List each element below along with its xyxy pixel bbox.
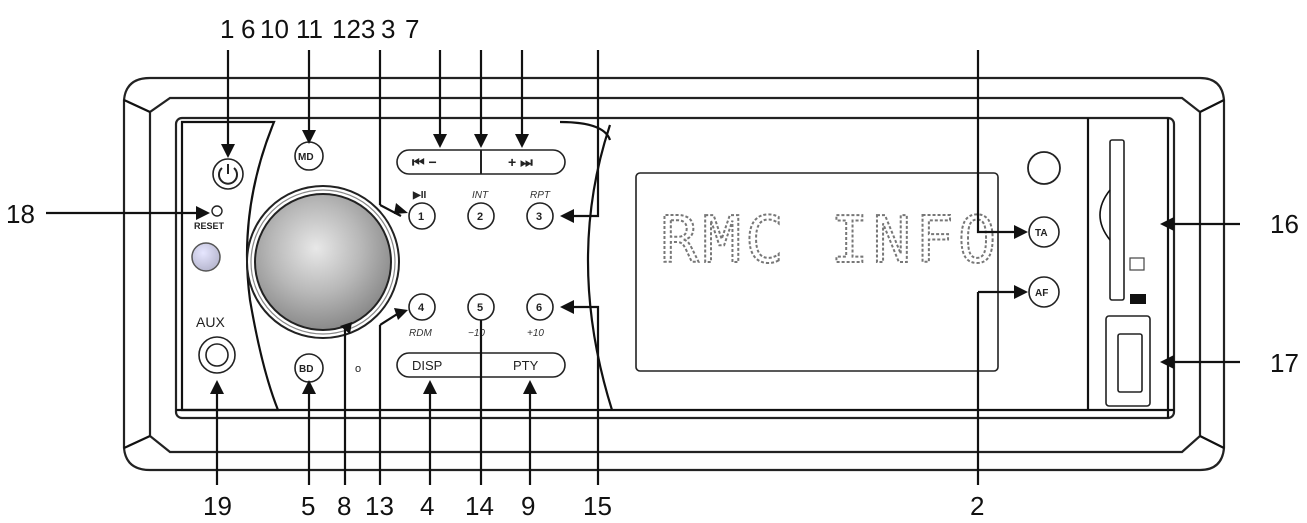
preset-label-2: 2 <box>477 211 483 223</box>
lcd-text: RMC INFO <box>660 204 1000 278</box>
preset-label-5: 5 <box>477 302 483 314</box>
preset-button-2[interactable]: 2 <box>467 202 495 230</box>
md-button[interactable]: MD <box>294 141 324 171</box>
callout-8: 8 <box>337 491 351 521</box>
plus10-label: +10 <box>527 328 544 339</box>
volume-knob[interactable] <box>246 185 400 339</box>
callout-2: 2 <box>970 491 984 521</box>
callout-5: 5 <box>301 491 315 521</box>
ta-label: TA <box>1035 228 1048 239</box>
preset-button-6[interactable]: 6 <box>526 293 554 321</box>
preset-button-1[interactable]: 1 <box>408 202 436 230</box>
pty-label: PTY <box>513 358 539 373</box>
callout-18: 18 <box>6 199 35 229</box>
disp-button[interactable] <box>397 353 481 377</box>
callout-16: 16 <box>1270 209 1299 239</box>
ir-sensor <box>1027 151 1061 185</box>
callout-10: 10 <box>260 14 289 44</box>
callout-3: 3 <box>381 14 395 44</box>
aux-input[interactable]: AUX <box>196 314 236 374</box>
pty-button[interactable] <box>481 353 565 377</box>
callout-9: 9 <box>521 491 535 521</box>
ta-button[interactable]: TA <box>1028 216 1060 248</box>
panel-release-button[interactable] <box>191 242 221 272</box>
aux-label: AUX <box>196 314 225 330</box>
track-prev-button[interactable] <box>397 150 481 174</box>
preset-button-3[interactable]: 3 <box>526 202 554 230</box>
callouts-top: 1 6 10 11 123 3 7 <box>220 14 419 44</box>
track-prev-label: ⏮ − <box>412 154 437 170</box>
int-label: INT <box>472 190 489 201</box>
md-label: MD <box>298 152 314 163</box>
lcd-display: RMC INFO <box>635 172 1000 372</box>
bd-button[interactable]: BD <box>294 353 324 383</box>
rpt-label: RPT <box>530 190 551 201</box>
small-o-mark: o <box>355 363 361 375</box>
track-buttons: ⏮ − + ⏭ <box>396 149 566 175</box>
preset-label-3: 3 <box>536 211 542 223</box>
preset-button-4[interactable]: 4 <box>408 293 436 321</box>
usb-port[interactable] <box>1105 315 1151 407</box>
callout-19: 19 <box>203 491 232 521</box>
disp-label: DISP <box>412 358 442 373</box>
callout-13: 13 <box>365 491 394 521</box>
callout-17: 17 <box>1270 348 1299 378</box>
callout-6: 6 <box>241 14 255 44</box>
callout-123: 123 <box>332 14 375 44</box>
track-next-button[interactable] <box>481 150 565 174</box>
callout-14: 14 <box>465 491 494 521</box>
af-button[interactable]: AF <box>1028 276 1060 308</box>
preset-buttons: 1 2 3 4 5 6 ▶II INT RPT RDM −10 +10 <box>408 190 554 339</box>
callout-lines <box>46 50 1240 485</box>
callout-15: 15 <box>583 491 612 521</box>
callout-7: 7 <box>405 14 419 44</box>
sd-card-slot[interactable] <box>1099 139 1146 304</box>
callouts-bottom: 19 5 8 13 4 14 9 15 2 <box>203 491 984 521</box>
reset-label: RESET <box>194 221 225 231</box>
preset-button-5[interactable]: 5 <box>467 293 495 321</box>
af-label: AF <box>1035 288 1048 299</box>
callout-11: 11 <box>296 14 323 44</box>
bd-label: BD <box>299 364 313 375</box>
reset-button[interactable]: RESET <box>194 205 225 231</box>
power-button[interactable] <box>212 158 244 190</box>
rdm-label: RDM <box>409 328 432 339</box>
left-control-panel <box>180 120 614 412</box>
callout-1: 1 <box>220 14 234 44</box>
track-next-label: + ⏭ <box>508 154 533 170</box>
minus10-label: −10 <box>468 328 485 339</box>
callout-4: 4 <box>420 491 434 521</box>
preset-label-1: 1 <box>418 211 424 223</box>
callout-arrowheads <box>196 130 1174 394</box>
preset-label-4: 4 <box>418 302 425 314</box>
play-pause-label: ▶II <box>412 190 426 201</box>
preset-label-6: 6 <box>536 302 542 314</box>
